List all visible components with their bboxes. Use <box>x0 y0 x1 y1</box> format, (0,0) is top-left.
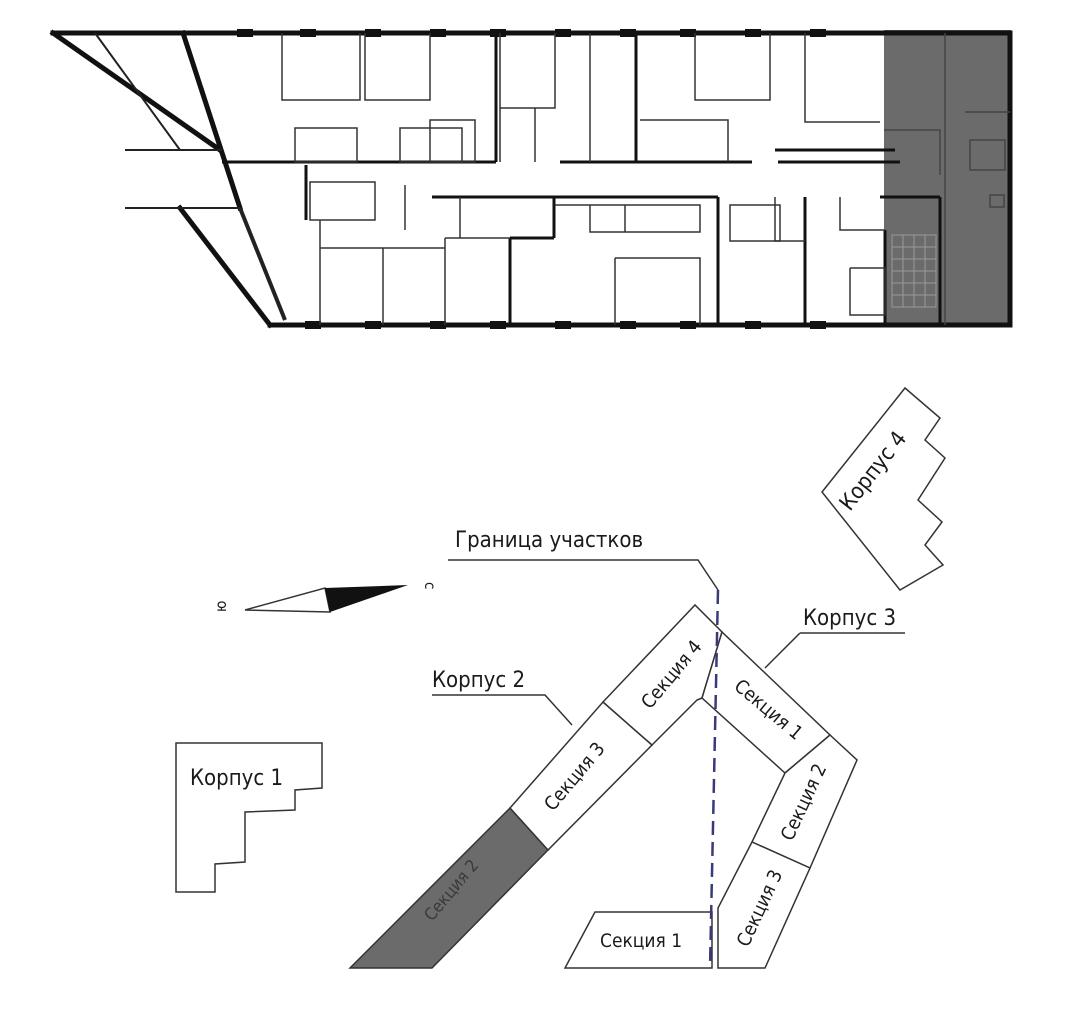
floorplan-highlighted-section[interactable] <box>884 30 1011 326</box>
floorplan-entrance <box>94 32 287 321</box>
section-1-lower[interactable] <box>563 911 713 969</box>
leader-lines <box>432 559 905 726</box>
label-korpus-1: Корпус 1 <box>190 766 283 791</box>
site-boundary-line <box>708 589 720 969</box>
korpus-3-section-3[interactable] <box>717 841 811 969</box>
compass-needle-icon <box>244 585 408 613</box>
floorplan-partitions <box>281 33 886 325</box>
floorplan-outer-walls <box>49 29 1013 329</box>
highlighted-section-partitions <box>884 33 1010 325</box>
korpus-1-outline[interactable] <box>175 742 323 893</box>
label-korpus-3: Корпус 3 <box>803 606 896 631</box>
label-lower-section-1: Секция 1 <box>600 930 682 952</box>
compass-label-north: с <box>421 582 439 589</box>
label-korpus-2: Корпус 2 <box>432 668 525 693</box>
floorplan-corridor <box>222 33 942 325</box>
floorplan-stair-grid <box>891 234 937 308</box>
site-plan <box>175 386 946 969</box>
label-border: Граница участков <box>455 528 643 553</box>
compass-label-south: ю <box>212 601 230 612</box>
floor-plan <box>49 29 1013 329</box>
floorplan-windows <box>237 29 826 329</box>
korpus-4-outline[interactable] <box>821 386 946 591</box>
